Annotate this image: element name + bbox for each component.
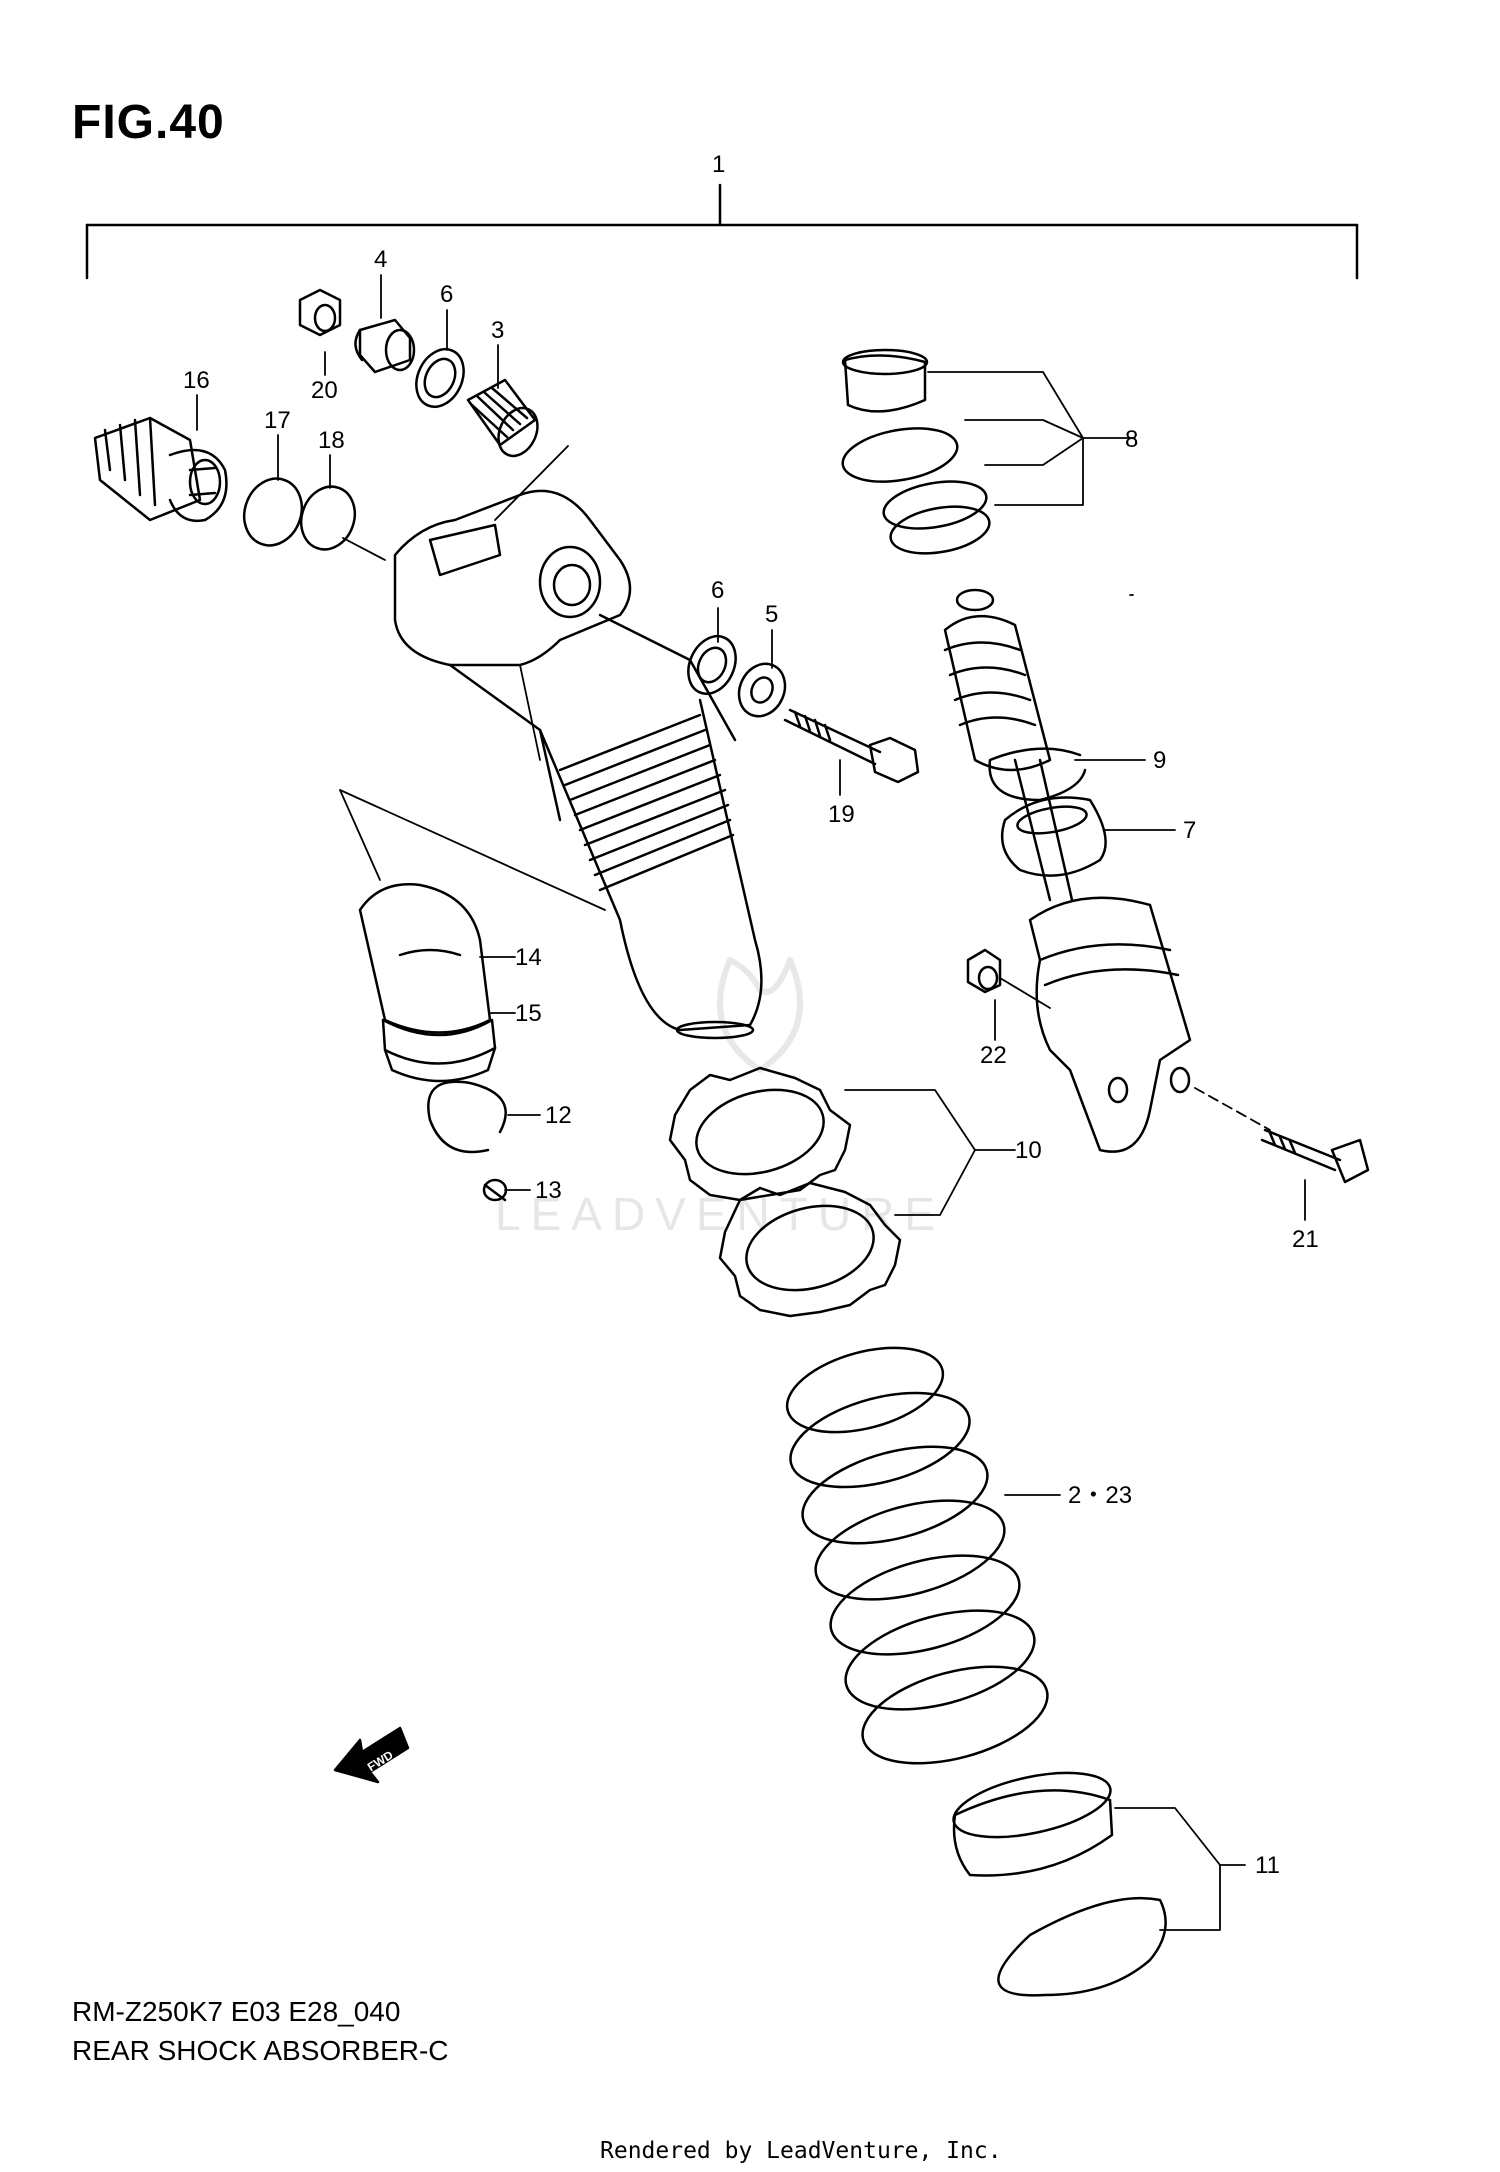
watermark-logo bbox=[717, 957, 803, 1073]
part-5-washer bbox=[737, 662, 787, 718]
callout-9: 9 bbox=[1153, 747, 1166, 774]
callout-5: 5 bbox=[765, 601, 778, 628]
callout-3: 3 bbox=[491, 317, 504, 344]
part-21-bolt bbox=[1260, 1128, 1370, 1184]
part-8-cap-set bbox=[841, 348, 991, 555]
part-17-o-ring bbox=[242, 477, 304, 547]
part-19-bolt bbox=[783, 708, 920, 784]
assembly-bracket bbox=[85, 183, 1359, 280]
part-16-adjuster-valve bbox=[93, 416, 228, 523]
figure-name: REAR SHOCK ABSORBER-C bbox=[72, 2035, 449, 2066]
reservoir-guide-lines bbox=[339, 789, 606, 911]
callout-16: 16 bbox=[183, 367, 210, 394]
callout-10: 10 bbox=[1015, 1137, 1042, 1164]
callout-2-23: 2・23 bbox=[1068, 1482, 1132, 1509]
figure-title: FIG.40 bbox=[72, 96, 225, 149]
callout-20: 20 bbox=[311, 377, 338, 404]
part-10-nut-upper bbox=[668, 1066, 852, 1202]
part-3-needle-bearing bbox=[466, 378, 539, 458]
callout-18: 18 bbox=[318, 427, 345, 454]
callout-17: 17 bbox=[264, 407, 291, 434]
callout-labels: 1 2・23 3 4 5 6 6 7 8 9 10 11 12 13 14 15… bbox=[183, 151, 1319, 1879]
callout-12: 12 bbox=[545, 1102, 572, 1129]
part-10-nut-lower bbox=[718, 1181, 902, 1318]
callout-6-lower: 6 bbox=[711, 577, 724, 604]
part-9-circlip bbox=[988, 747, 1087, 802]
fwd-arrow-icon: FWD bbox=[333, 1726, 410, 1784]
part-7-stopper bbox=[1000, 796, 1107, 877]
lower-clevis bbox=[1028, 896, 1271, 1153]
callout-6-upper: 6 bbox=[440, 281, 453, 308]
part-18-o-ring bbox=[299, 485, 386, 561]
callout-13: 13 bbox=[535, 1177, 562, 1204]
callout-11: 11 bbox=[1255, 1852, 1280, 1879]
part-15-reservoir-cap bbox=[381, 1018, 497, 1083]
part-12-circlip bbox=[427, 1080, 507, 1154]
model-code: RM-Z250K7 E03 E28_040 bbox=[72, 1996, 401, 2027]
part-2-spring bbox=[785, 1346, 1049, 1765]
part-14-reservoir bbox=[358, 883, 492, 1034]
callout-7: 7 bbox=[1183, 817, 1196, 844]
part-22-nut bbox=[966, 948, 1051, 1009]
callout-1: 1 bbox=[712, 151, 725, 178]
callout-4: 4 bbox=[374, 246, 387, 273]
part-6-seal-lower bbox=[687, 635, 737, 695]
callout-19: 19 bbox=[828, 801, 855, 828]
part-4-bushing bbox=[354, 318, 416, 374]
shock-body bbox=[393, 445, 763, 1040]
damper-rod-assembly bbox=[943, 588, 1074, 902]
callout-8: 8 bbox=[1125, 426, 1138, 453]
callout-15: 15 bbox=[515, 1000, 542, 1027]
callout-21: 21 bbox=[1292, 1226, 1319, 1253]
render-credit: Rendered by LeadVenture, Inc. bbox=[600, 2138, 1002, 2164]
leader-lines bbox=[196, 274, 1306, 1931]
part-6-seal-upper bbox=[415, 348, 465, 408]
callout-14: 14 bbox=[515, 944, 542, 971]
callout-22: 22 bbox=[980, 1042, 1007, 1069]
part-11-ring-set bbox=[952, 1771, 1167, 1997]
part-20-nut bbox=[298, 288, 342, 337]
